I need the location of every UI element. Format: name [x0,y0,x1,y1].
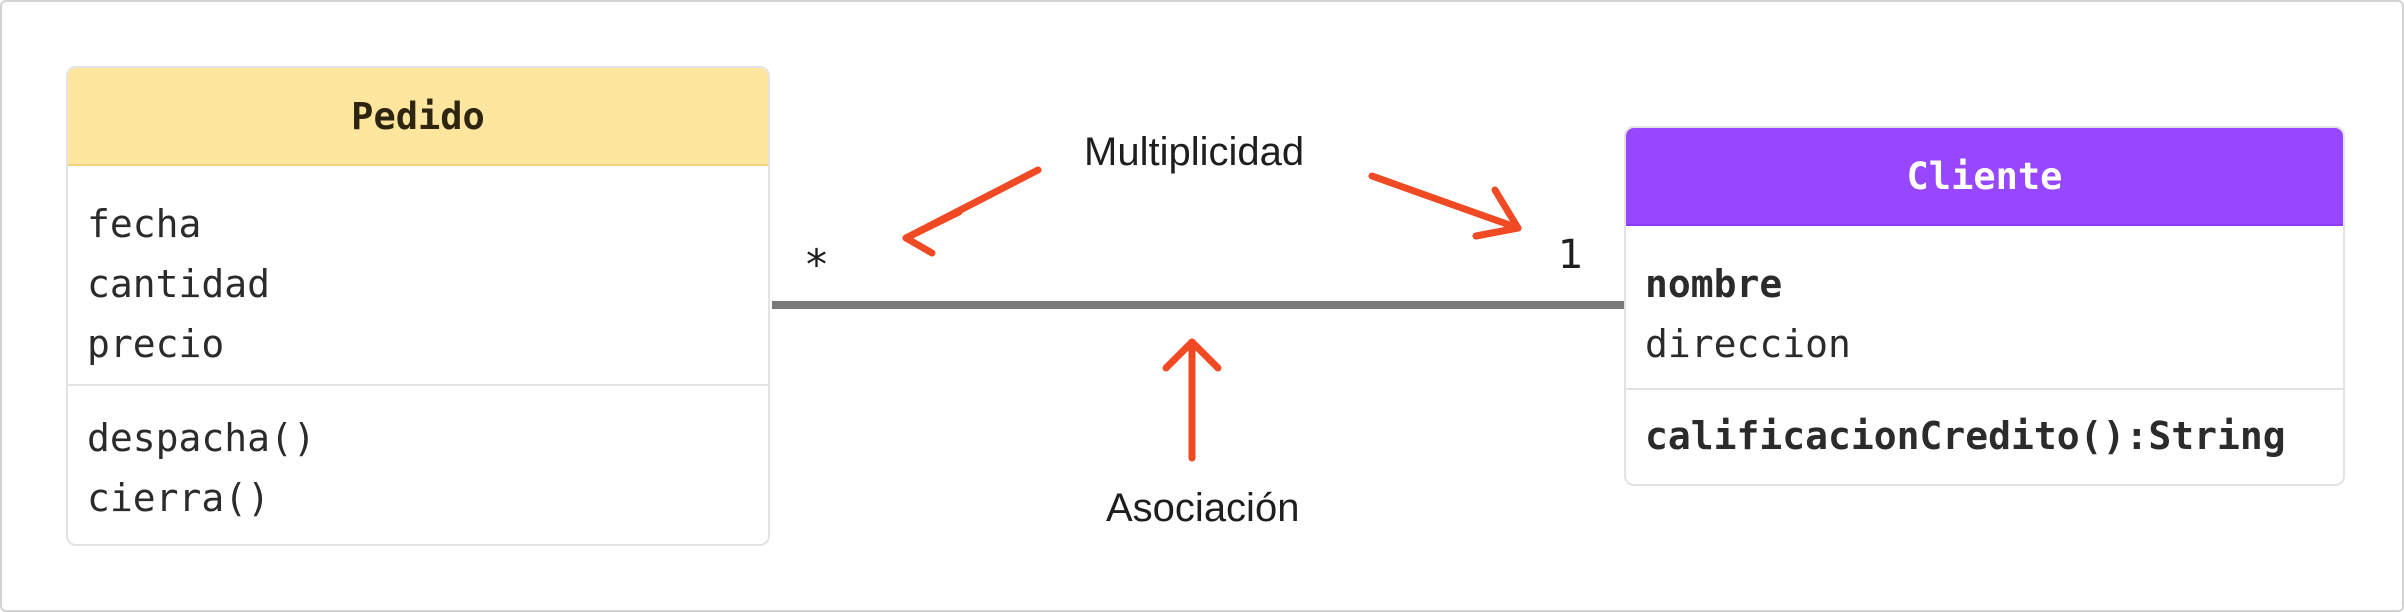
attribute-fecha: fecha [87,202,202,246]
class-cliente-methods: calificacionCredito():String [1626,388,2343,484]
class-pedido-methods: despacha() cierra() [68,384,768,544]
attribute-precio: precio [87,322,225,366]
method-despacha: despacha() [87,416,316,460]
attribute-nombre: nombre [1645,262,1783,306]
class-pedido[interactable]: Pedido fecha cantidad precio despacha() … [66,66,770,546]
class-cliente-attributes: nombre direccion [1626,226,2343,388]
class-pedido-name: Pedido [68,68,768,166]
method-cierra: cierra() [87,476,271,520]
attribute-direccion: direccion [1645,322,1851,366]
association-label: Asociación [1106,486,1300,530]
method-calificacion-credito: calificacionCredito():String [1645,414,2286,458]
multiplicity-one: 1 [1558,232,1584,278]
class-cliente[interactable]: Cliente nombre direccion calificacionCre… [1624,126,2345,486]
multiplicity-label: Multiplicidad [1084,130,1305,174]
attribute-cantidad: cantidad [87,262,271,306]
class-cliente-name: Cliente [1626,128,2343,226]
multiplicity-many: * [806,240,827,289]
class-pedido-attributes: fecha cantidad precio [68,166,768,384]
